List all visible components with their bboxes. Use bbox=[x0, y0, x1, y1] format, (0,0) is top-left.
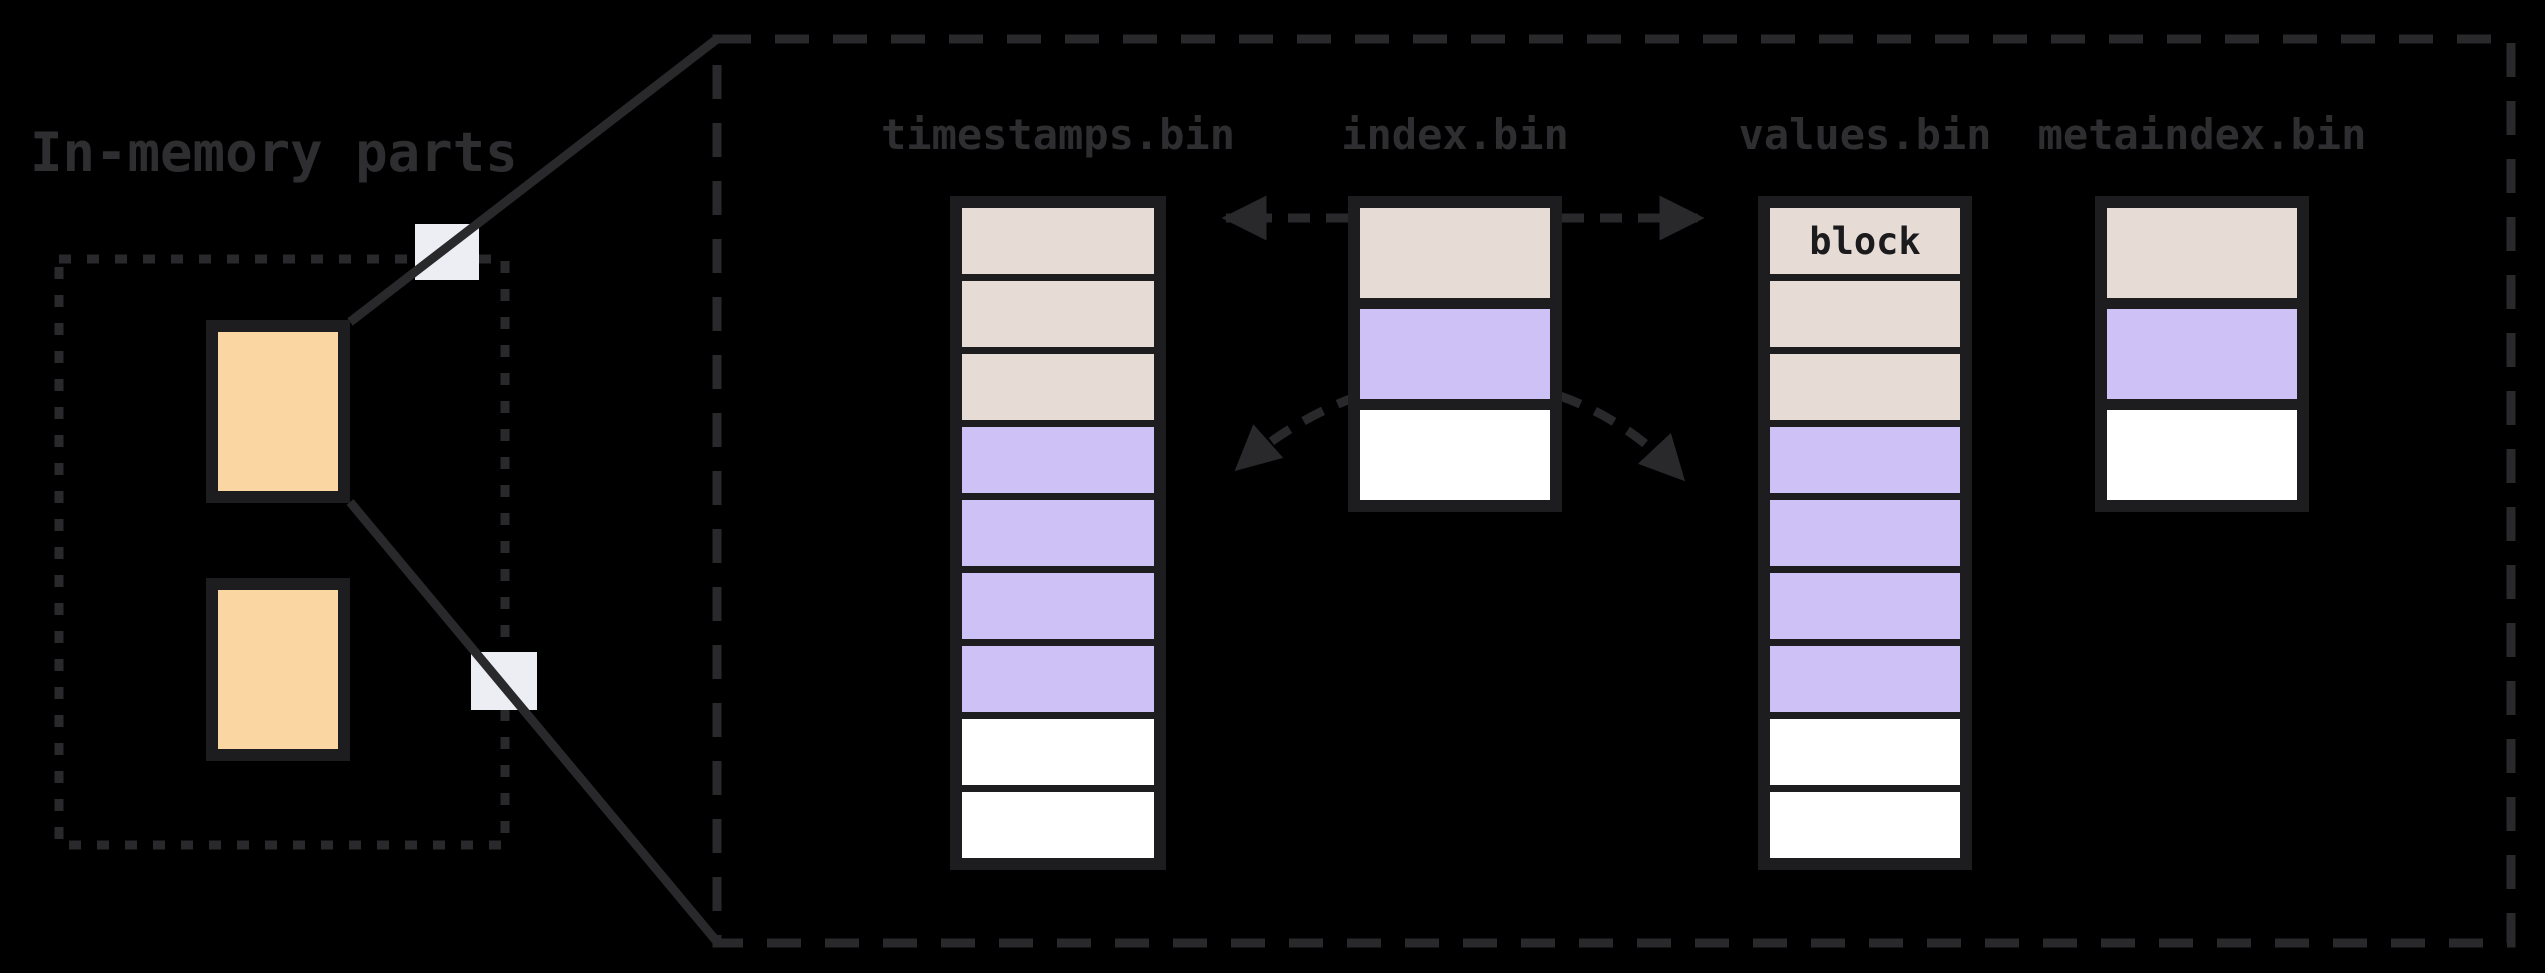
file-column-timestamps bbox=[950, 196, 1166, 870]
file-column-values: block bbox=[1758, 196, 1972, 870]
file-block-cell bbox=[962, 281, 1154, 347]
index-to-timestamps-block-arrow bbox=[1234, 391, 1360, 472]
file-label-timestamps: timestamps.bin bbox=[880, 110, 1236, 159]
expand-line-top bbox=[347, 35, 720, 326]
file-block-cell bbox=[2107, 410, 2297, 500]
file-column-metaindex bbox=[2095, 196, 2309, 512]
file-block-cell bbox=[962, 719, 1154, 785]
memory-part-box bbox=[206, 320, 350, 503]
file-block-cell bbox=[962, 208, 1154, 274]
file-block-cell bbox=[1770, 281, 1960, 347]
index-to-values-block-arrow bbox=[1558, 391, 1686, 482]
file-block-cell bbox=[1770, 573, 1960, 639]
file-block-cell bbox=[962, 500, 1154, 566]
file-column-index bbox=[1348, 196, 1562, 512]
file-label-index: index.bin bbox=[1341, 110, 1569, 159]
file-block-cell bbox=[1770, 719, 1960, 785]
in-memory-parts-dotted-box bbox=[54, 254, 510, 850]
file-label-values: values.bin bbox=[1738, 110, 1992, 159]
memory-part-box bbox=[206, 578, 350, 761]
file-block-cell bbox=[962, 573, 1154, 639]
expand-line-bottom bbox=[346, 499, 722, 946]
file-block-cell bbox=[1770, 792, 1960, 858]
file-block-cell bbox=[1770, 646, 1960, 712]
file-block-cell bbox=[1360, 208, 1550, 298]
file-block-cell bbox=[1360, 410, 1550, 500]
file-label-metaindex: metaindex.bin bbox=[2037, 110, 2367, 159]
file-block-cell: block bbox=[1770, 208, 1960, 274]
file-block-cell bbox=[1770, 427, 1960, 493]
diagram-title: In-memory parts bbox=[30, 121, 518, 184]
file-block-cell bbox=[962, 646, 1154, 712]
file-block-cell bbox=[962, 792, 1154, 858]
part-detail-dashed-box bbox=[712, 34, 2516, 948]
file-block-cell bbox=[2107, 208, 2297, 298]
file-block-cell bbox=[962, 354, 1154, 420]
block-cell-label: block bbox=[1809, 219, 1921, 263]
file-block-cell bbox=[1770, 500, 1960, 566]
file-block-cell bbox=[2107, 309, 2297, 399]
file-block-cell bbox=[1770, 354, 1960, 420]
file-block-cell bbox=[962, 427, 1154, 493]
file-block-cell bbox=[1360, 309, 1550, 399]
